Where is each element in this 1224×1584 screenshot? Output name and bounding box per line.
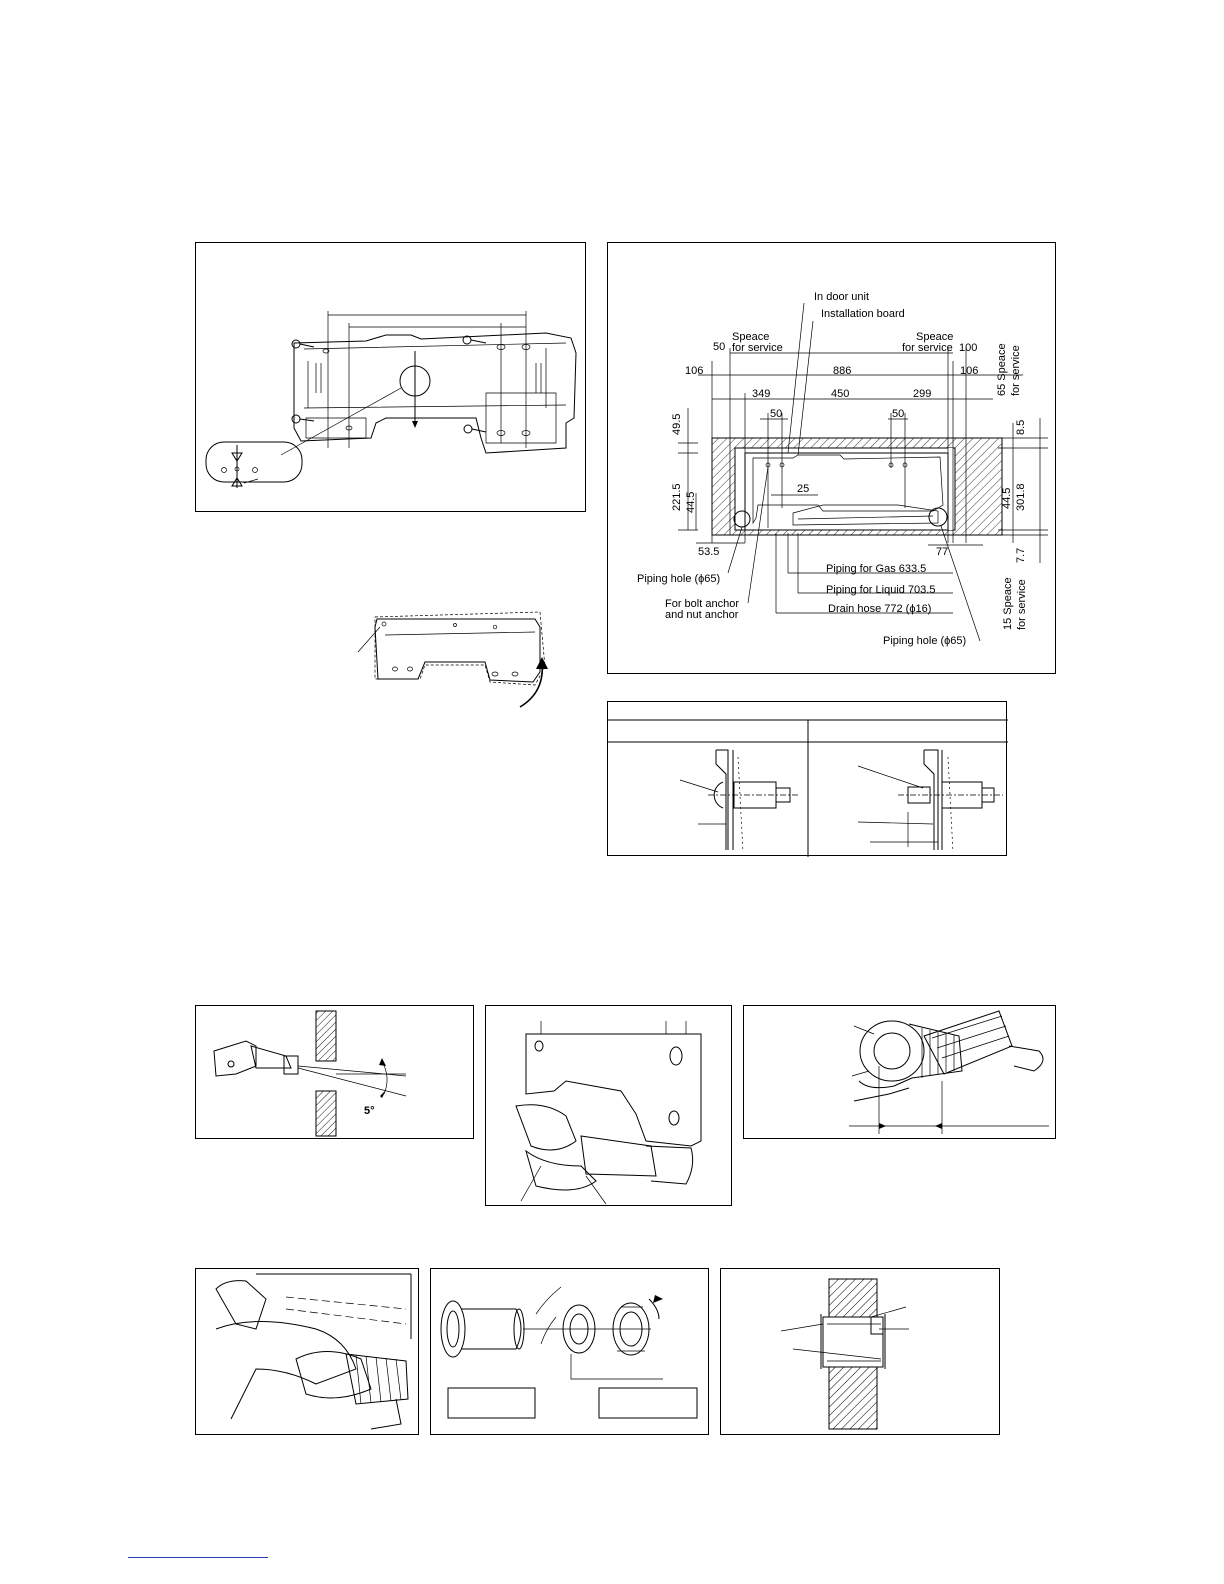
dimension-value: 221.5 xyxy=(671,483,683,511)
saw-icon xyxy=(923,1010,1044,1075)
dimension-value: 450 xyxy=(831,388,849,400)
space-bottom-label: for service xyxy=(1016,579,1028,630)
anchor-table-drawing xyxy=(608,719,1008,857)
dimension-value: 53.5 xyxy=(698,546,719,558)
sleeve-icon xyxy=(440,1300,525,1358)
space-top-label: for service xyxy=(1010,345,1022,396)
bolt-anchor-label: For bolt anchor xyxy=(665,598,739,610)
bolt-anchor-icon xyxy=(679,749,798,853)
installation-board-drawing xyxy=(205,311,577,488)
drill-angle-label: 5° xyxy=(364,1105,375,1117)
piping-gas-label: Piping for Gas 633.5 xyxy=(826,563,926,575)
dimension-value: 100 xyxy=(959,342,977,354)
dimension-value: 50 xyxy=(713,341,725,353)
piping-hole-right-label: Piping hole (ϕ65) xyxy=(883,635,966,647)
space-left-label: Speace xyxy=(732,331,769,343)
wall-pipe-cut-panel xyxy=(743,1005,1056,1139)
mounting-board-drawing xyxy=(515,1021,702,1205)
anchor-table-panel xyxy=(607,701,1008,857)
nut-anchor-icon xyxy=(857,749,1003,853)
wall-sleeve-installed-panel xyxy=(720,1268,1000,1435)
wall-sleeve-parts-drawing xyxy=(440,1286,698,1419)
wall-sleeve-icon xyxy=(820,1314,886,1369)
indoor-unit-label: In door unit xyxy=(814,291,869,303)
installation-board-label: Installation board xyxy=(821,308,905,320)
screw-icon xyxy=(463,424,487,434)
wall-sleeve-installed-drawing xyxy=(780,1278,909,1430)
wall-pipe-icon xyxy=(859,1020,963,1082)
dimension-value: 106 xyxy=(960,365,978,377)
dimension-value: 49.5 xyxy=(671,414,683,435)
hands-drilling-icon xyxy=(515,1104,694,1205)
dimension-value: 25 xyxy=(797,483,809,495)
space-left-label: for service xyxy=(732,342,783,354)
dimension-value: 106 xyxy=(685,365,703,377)
mounting-board-panel xyxy=(485,1005,732,1206)
dimension-value: 301.8 xyxy=(1015,483,1027,511)
space-right-label: for service xyxy=(902,342,953,354)
screw-icon xyxy=(291,339,315,349)
dimension-value: 8.5 xyxy=(1015,420,1027,435)
wall-pipe-cut-drawing xyxy=(849,1010,1049,1134)
ring-icon xyxy=(562,1304,596,1354)
dimension-value: 50 xyxy=(770,408,782,420)
screw-icon xyxy=(291,414,315,424)
space-bottom-label: 15 Speace xyxy=(1002,577,1014,630)
space-right-label: Speace xyxy=(916,331,953,343)
space-top-label: 65 Speace xyxy=(996,343,1008,396)
bolt-anchor-label: and nut anchor xyxy=(665,609,739,621)
drill-drawing: 5° xyxy=(213,1010,407,1137)
dimension-diagram-panel: In door unit Installation board Speace f… xyxy=(607,242,1056,674)
dimension-value: 886 xyxy=(833,365,851,377)
drill-panel: 5° xyxy=(195,1005,474,1139)
dimension-value: 44.5 xyxy=(1001,488,1013,509)
dimension-value: 7.7 xyxy=(1015,548,1027,563)
piping-hole-left-label: Piping hole (ϕ65) xyxy=(637,573,720,585)
screw-icon xyxy=(462,335,487,345)
piping-liquid-label: Piping for Liquid 703.5 xyxy=(826,584,935,596)
installation-board-panel xyxy=(195,242,586,512)
nut-ring-icon xyxy=(612,1302,650,1356)
dimension-diagram: In door unit Installation board Speace f… xyxy=(637,291,1048,647)
dimension-value: 77 xyxy=(936,546,948,558)
drain-hose-label: Drain hose 772 (ϕ16) xyxy=(828,603,931,615)
drill-icon xyxy=(213,1040,299,1077)
dimension-value: 50 xyxy=(892,408,904,420)
person-icon xyxy=(215,1280,372,1420)
footer-link-rule xyxy=(128,1557,268,1558)
dimension-value: 44.5 xyxy=(685,492,697,513)
dimension-value: 299 xyxy=(913,388,931,400)
wall-sleeve-parts-panel xyxy=(430,1268,709,1435)
drain-hose-icon xyxy=(345,1353,409,1405)
hose-insert-panel xyxy=(195,1268,419,1435)
hose-insert-drawing xyxy=(215,1273,412,1430)
dimension-value: 349 xyxy=(752,388,770,400)
